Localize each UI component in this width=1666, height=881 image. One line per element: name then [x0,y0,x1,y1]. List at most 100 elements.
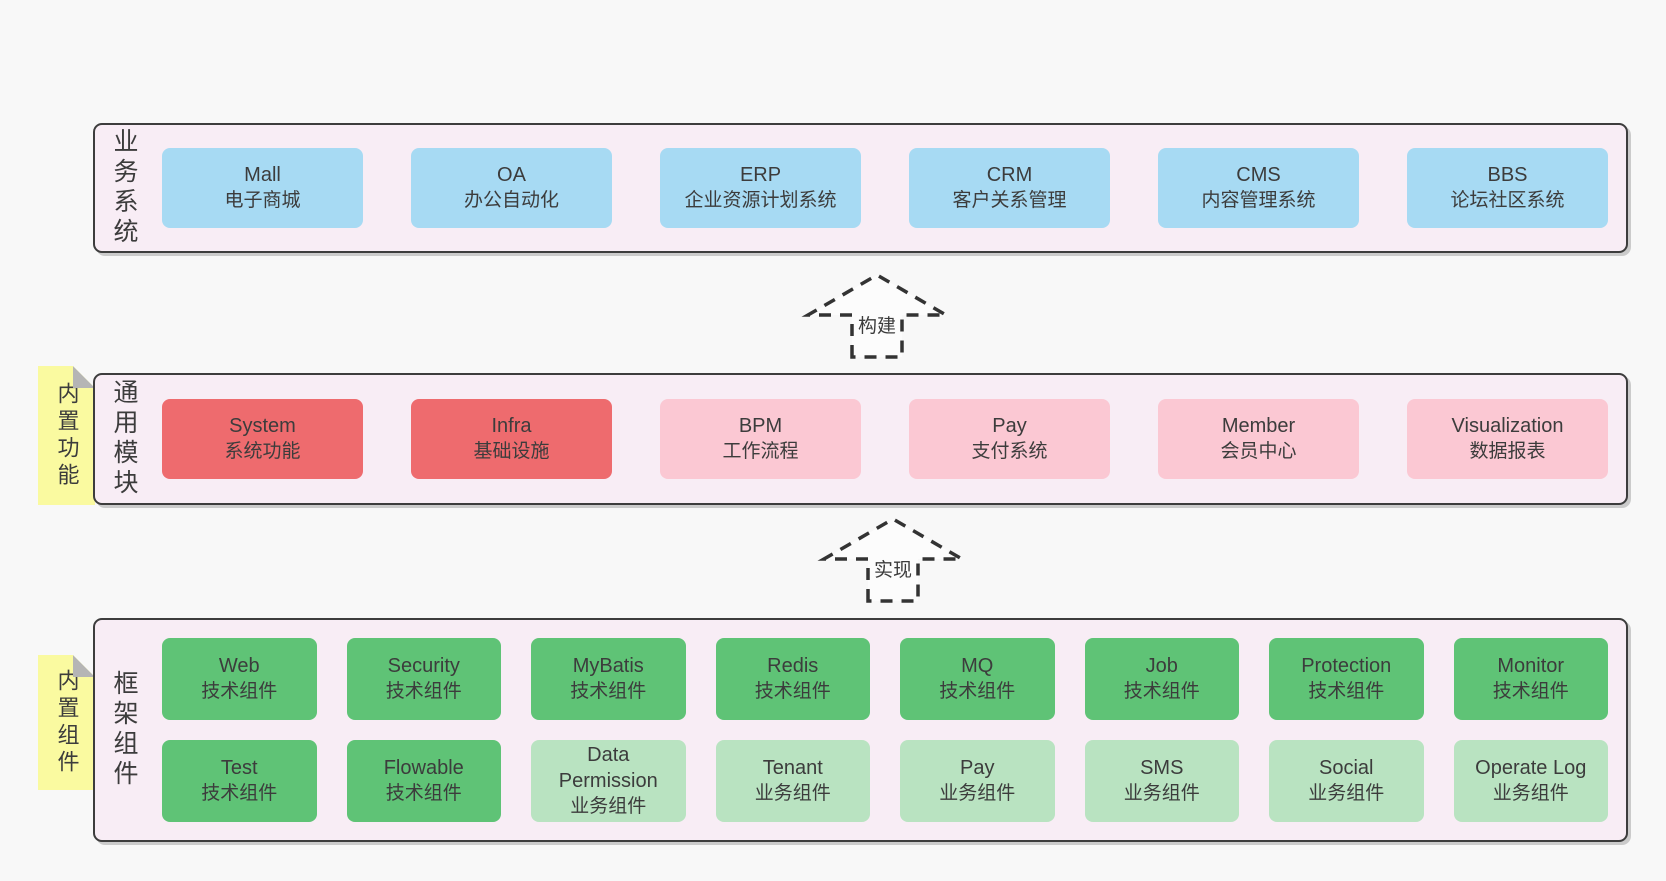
note-fold-corner-icon [73,655,95,677]
box-subtitle: 基础设施 [473,441,550,462]
box-name: Data Permission [558,744,658,792]
box-name: SMS [1140,757,1184,779]
layer-box-grid: Mall 电子商城 OA 办公自动化 ERP 企业资源计划系统 CRM 客户关系管理 CMS 内容… [162,148,1608,228]
diagram-box-system: System 系统功能 [162,399,363,479]
box-name: Test [220,757,258,779]
box-name: Monitor [1497,655,1565,677]
box-name: Flowable [383,757,464,779]
box-name: Security [387,655,460,677]
box-name: Social [1319,757,1374,779]
diagram-box-web: Web 技术组件 [162,638,317,720]
box-subtitle: 电子商城 [224,190,301,211]
layer-label-common-modules: 通用模块 [110,379,138,499]
box-subtitle: 系统功能 [224,441,301,462]
box-name: Operate Log [1475,757,1587,779]
arrow-label-implement: 实现 [870,555,916,582]
diagram-box-member: Member 会员中心 [1158,399,1359,479]
sticky-note-built-in-functions: 内置功能 [38,366,95,505]
box-name: CRM [986,164,1033,186]
box-name: Pay [992,415,1027,437]
diagram-box-cms: CMS 内容管理系统 [1158,148,1359,228]
box-subtitle: 技术组件 [1123,681,1200,702]
diagram-box-social: Social 业务组件 [1269,740,1424,822]
box-subtitle: 客户关系管理 [952,190,1067,211]
diagram-box-crm: CRM 客户关系管理 [909,148,1110,228]
diagram-box-flowable: Flowable 技术组件 [346,740,501,822]
diagram-box-monitor: Monitor 技术组件 [1453,638,1608,720]
diagram-box-tenant: Tenant 业务组件 [715,740,870,822]
layer-label-business-systems: 业务系统 [110,128,138,248]
box-subtitle: 技术组件 [939,681,1016,702]
diagram-box-sms: SMS 业务组件 [1084,740,1239,822]
box-subtitle: 论坛社区系统 [1450,190,1565,211]
box-subtitle: 业务组件 [570,796,647,817]
box-name: System [229,415,296,437]
sticky-note-built-in-components: 内置组件 [38,655,95,790]
box-subtitle: 技术组件 [1308,681,1385,702]
layer-label-framework-components: 框架组件 [110,670,138,790]
diagram-box-infra: Infra 基础设施 [411,399,612,479]
diagram-box-operate-log: Operate Log 业务组件 [1453,740,1608,822]
box-name: BBS [1487,164,1528,186]
box-subtitle: 技术组件 [1492,681,1569,702]
diagram-box-erp: ERP 企业资源计划系统 [660,148,861,228]
diagram-box-mall: Mall 电子商城 [162,148,363,228]
box-subtitle: 会员中心 [1220,441,1297,462]
box-subtitle: 技术组件 [570,681,647,702]
diagram-box-bbs: BBS 论坛社区系统 [1407,148,1608,228]
box-name: ERP [739,164,782,186]
box-subtitle: 支付系统 [971,441,1048,462]
box-name: Member [1221,415,1296,437]
box-name: Job [1145,655,1178,677]
box-name: MyBatis [572,655,644,677]
diagram-box-pay: Pay 业务组件 [900,740,1055,822]
diagram-box-protection: Protection 技术组件 [1269,638,1424,720]
box-subtitle: 技术组件 [754,681,831,702]
box-subtitle: 技术组件 [385,783,462,804]
dashed-up-arrow-implement: 实现 [813,511,973,606]
box-name: Protection [1301,655,1392,677]
diagram-box-oa: OA 办公自动化 [411,148,612,228]
diagram-box-pay: Pay 支付系统 [909,399,1110,479]
box-subtitle: 技术组件 [201,783,278,804]
box-subtitle: 内容管理系统 [1201,190,1316,211]
diagram-box-redis: Redis 技术组件 [715,638,870,720]
box-subtitle: 业务组件 [939,783,1016,804]
diagram-box-security: Security 技术组件 [346,638,501,720]
box-subtitle: 企业资源计划系统 [684,190,837,211]
box-subtitle: 技术组件 [201,681,278,702]
box-subtitle: 业务组件 [1308,783,1385,804]
note-text: 内置组件 [54,668,80,777]
box-name: Tenant [762,757,823,779]
box-name: Web [218,655,260,677]
box-subtitle: 办公自动化 [463,190,559,211]
box-subtitle: 业务组件 [1123,783,1200,804]
note-text: 内置功能 [54,381,80,490]
box-subtitle: 技术组件 [385,681,462,702]
box-name: Mall [244,164,281,186]
box-subtitle: 数据报表 [1469,441,1546,462]
box-subtitle: 业务组件 [1492,783,1569,804]
box-name: Redis [767,655,819,677]
diagram-box-visualization: Visualization 数据报表 [1407,399,1608,479]
diagram-box-test: Test 技术组件 [162,740,317,822]
box-name: OA [497,164,526,186]
arrow-label-build: 构建 [854,311,900,338]
box-subtitle: 工作流程 [722,441,799,462]
diagram-box-data-permission: Data Permission 业务组件 [531,740,686,822]
box-name: Pay [960,757,995,779]
note-fold-corner-icon [73,366,95,388]
box-name: Visualization [1451,415,1564,437]
box-name: Infra [491,415,532,437]
diagram-box-mybatis: MyBatis 技术组件 [531,638,686,720]
box-name: CMS [1236,164,1281,186]
box-subtitle: 业务组件 [754,783,831,804]
diagram-box-job: Job 技术组件 [1084,638,1239,720]
